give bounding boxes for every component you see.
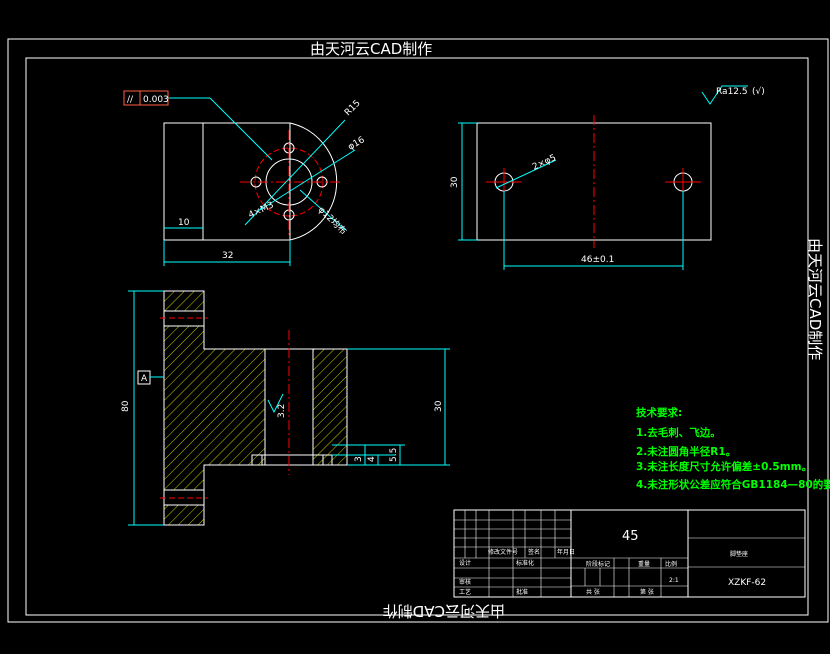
- side-dim-46: 46±0.1: [581, 255, 614, 265]
- section-view: 80 A 30 3 4 5.5 3.2: [121, 290, 450, 526]
- gdt-leader: [209, 97, 273, 161]
- gdt-symbol: //: [127, 95, 134, 105]
- inner-frame: [25, 57, 809, 616]
- section-spigot: [261, 454, 333, 466]
- tb-standard: 标准化: [516, 559, 534, 567]
- roughness-value: Ra12.5: [716, 87, 748, 97]
- title-block: 45 脚垫座 XZKF-62 2:1 设计 标准化 审核 工艺 批准 修改文件号…: [453, 509, 806, 598]
- sec-dim-3: 3: [354, 456, 364, 462]
- dim-bolt: 4×M3: [247, 200, 275, 220]
- sec-roughness-symbol: [267, 393, 284, 414]
- dim-10: 10: [178, 218, 190, 228]
- roughness-extra: (√): [752, 86, 765, 97]
- top-view: 10 32 R15 φ16 4×M3 φ12均布 // 0.003: [123, 90, 367, 266]
- side-view: 30 46±0.1 2×φ5 Ra12.5 (√): [450, 85, 765, 270]
- tech-note-4: 4.未注形状公差应符合GB1184—80的要求。: [636, 478, 830, 491]
- watermark-bottom: 由天河云CAD制作: [383, 602, 505, 620]
- side-dim-holes: 2×φ5: [531, 153, 558, 173]
- tb-designer: 设计: [459, 559, 471, 567]
- tb-stage: 阶段标记: [586, 560, 610, 568]
- r15-leader: [244, 119, 346, 226]
- watermark-right: 由天河云CAD制作: [806, 238, 824, 360]
- tb-rev: 修改文件号: [488, 548, 518, 556]
- sec-dim-55: 5.5: [389, 448, 399, 462]
- watermark-bottom-group: 由天河云CAD制作: [383, 602, 505, 620]
- tech-note-3: 3.未注长度尺寸允许偏差±0.5mm。: [636, 460, 812, 473]
- phi16-leader: [259, 149, 356, 211]
- tb-ratio: 比例: [665, 560, 677, 568]
- watermark-top: 由天河云CAD制作: [310, 40, 432, 58]
- gdt-frame: [123, 90, 169, 106]
- gdt-value: 0.003: [143, 95, 169, 105]
- title-block-frame: [453, 509, 806, 598]
- tech-notes-title: 技术要求:: [636, 406, 682, 419]
- tb-material: 45: [622, 529, 639, 544]
- tb-date: 年月日: [557, 548, 575, 556]
- roughness-symbol: [701, 85, 748, 105]
- sec-roughness: 3.2: [277, 404, 287, 418]
- dim-r15: R15: [343, 99, 363, 119]
- section-body-left: [163, 325, 266, 491]
- tb-approve: 批准: [516, 588, 528, 596]
- tb-rev-grid: [454, 510, 805, 597]
- tech-notes: 技术要求: 1.去毛刺、飞边。 2.未注圆角半径R1。 3.未注长度尺寸允许偏差…: [636, 406, 830, 491]
- tb-sheet: 共 张: [586, 588, 600, 596]
- side-dim-30: 30: [450, 176, 460, 188]
- section-body-right: [312, 348, 348, 466]
- dim-32: 32: [222, 251, 233, 261]
- section-flange-bottom: [163, 504, 205, 526]
- watermark-right-group: 由天河云CAD制作: [806, 238, 824, 360]
- tb-sheet2: 第 张: [640, 588, 654, 596]
- sec-dim-80: 80: [121, 400, 131, 412]
- sec-dim-30: 30: [434, 400, 444, 412]
- phi12-leader: [299, 189, 346, 231]
- side-holes-leader: [495, 159, 557, 189]
- tech-note-2: 2.未注圆角半径R1。: [636, 445, 736, 458]
- bolt-circle: [254, 147, 324, 217]
- tb-scale: 2:1: [669, 577, 679, 584]
- tb-signature: 签名: [528, 548, 540, 556]
- tb-process: 工艺: [459, 588, 471, 596]
- outer-frame: [7, 38, 829, 623]
- dim-phi12: φ12均布: [316, 204, 350, 238]
- tb-weight: 重量: [638, 560, 650, 568]
- datum-label: A: [141, 374, 148, 384]
- tb-review: 审核: [459, 578, 471, 586]
- dim-phi16: φ16: [347, 135, 367, 152]
- tb-part-name: 脚垫座: [730, 550, 748, 558]
- sec-dim-4: 4: [367, 456, 377, 462]
- tb-drawing-no: XZKF-62: [728, 578, 766, 588]
- section-flange-top: [163, 290, 205, 312]
- tech-note-1: 1.去毛刺、飞边。: [636, 426, 721, 439]
